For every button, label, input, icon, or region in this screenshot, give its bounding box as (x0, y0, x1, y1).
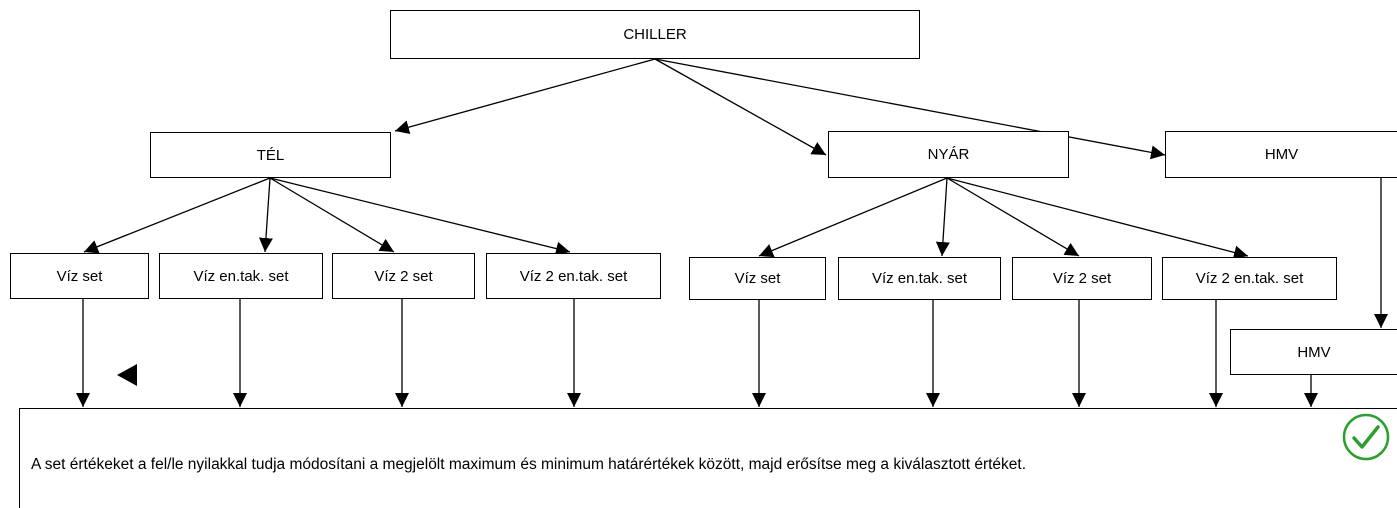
edge-chiller-tel (394, 58, 656, 135)
edge-nyar-2en (946, 177, 1249, 260)
left-arrow-pointer-icon (117, 364, 137, 386)
node-summer-viz-set-label: Víz set (734, 270, 781, 287)
edge-nyar-viz (758, 177, 948, 258)
node-tel: TÉL (150, 132, 391, 178)
node-summer-viz2-en-tak-set-label: Víz 2 en.tak. set (1195, 270, 1304, 287)
node-hmv-child: HMV (1230, 329, 1397, 375)
edge-nyar-2 (946, 177, 1080, 257)
instruction-box: A set értékeket a fel/le nyilakkal tudja… (19, 408, 1397, 508)
instruction-text: A set értékeket a fel/le nyilakkal tudja… (31, 456, 1027, 473)
node-nyar-label: NYÁR (927, 146, 970, 163)
node-tel-label: TÉL (256, 146, 285, 164)
node-summer-viz2-set: Víz 2 set (1012, 257, 1152, 300)
node-summer-viz-set: Víz set (689, 257, 826, 300)
node-chiller-label: CHILLER (623, 26, 687, 43)
node-winter-viz-en-tak-set: Víz en.tak. set (159, 253, 323, 299)
edge-nyar-en (935, 177, 950, 257)
node-summer-viz-en-tak-set-label: Víz en.tak. set (871, 270, 968, 287)
node-winter-viz-set-label: Víz set (56, 267, 103, 285)
node-winter-viz-en-tak-set-label: Víz en.tak. set (193, 267, 289, 285)
node-chiller: CHILLER (390, 10, 920, 59)
edge-tel-en (258, 177, 273, 253)
node-hmv: HMV (1165, 131, 1397, 178)
edge-chiller-hmv (654, 58, 1166, 160)
node-nyar: NYÁR (828, 131, 1069, 178)
check-circle-icon (1342, 413, 1390, 461)
node-summer-viz2-en-tak-set: Víz 2 en.tak. set (1162, 257, 1337, 300)
edge-tel-2en (269, 177, 571, 256)
edge-tel-viz (83, 177, 271, 254)
node-summer-viz2-set-label: Víz 2 set (1052, 270, 1112, 287)
node-winter-viz2-en-tak-set: Víz 2 en.tak. set (486, 253, 661, 299)
edge-tel-2 (269, 177, 395, 253)
node-winter-viz-set: Víz set (10, 253, 149, 299)
node-winter-viz2-set: Víz 2 set (332, 253, 475, 299)
node-hmv-child-label: HMV (1297, 343, 1331, 361)
node-winter-viz2-en-tak-set-label: Víz 2 en.tak. set (519, 267, 628, 285)
edge-chiller-nyar (654, 58, 827, 156)
node-summer-viz-en-tak-set: Víz en.tak. set (838, 257, 1001, 300)
node-winter-viz2-set-label: Víz 2 set (374, 267, 433, 285)
node-hmv-label: HMV (1264, 146, 1299, 163)
